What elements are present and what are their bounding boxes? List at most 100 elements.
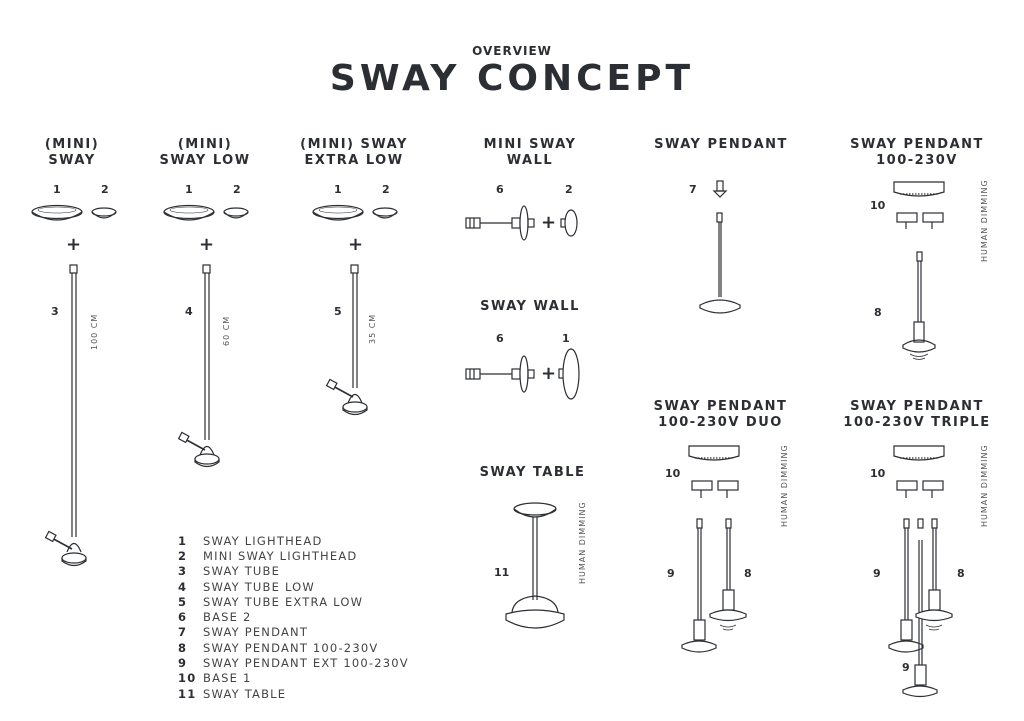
plus-sign: + [348, 234, 364, 255]
part-num: 9 [902, 661, 910, 674]
col3-heading: (MINI) SWAY EXTRA LOW [292, 137, 416, 169]
part-num: 5 [334, 305, 342, 318]
legend-num: 8 [178, 640, 188, 655]
mini-sway-lighthead-side-icon [560, 209, 578, 237]
plus-sign: + [66, 234, 82, 255]
legend-text: SWAY TUBE LOW [203, 579, 315, 594]
pendant-triple-heading-line2: 100-230V TRIPLE [843, 415, 991, 430]
part-num: 2 [233, 183, 241, 196]
col2-heading-line2: SWAY LOW [159, 153, 251, 168]
plus-sign: + [199, 234, 215, 255]
legend-item: 4 SWAY TUBE LOW [178, 579, 409, 594]
part-num: 8 [744, 567, 752, 580]
pendant-duo-lamp-icon [709, 518, 747, 631]
sway-wall-heading: SWAY WALL [480, 299, 580, 314]
legend-text: MINI SWAY LIGHTHEAD [203, 548, 358, 563]
mini-sway-wall-heading-line1: MINI SWAY [483, 137, 577, 152]
legend-text: BASE 2 [203, 610, 252, 625]
ceiling-base-icon-triple [893, 445, 945, 498]
part-num: 1 [53, 183, 61, 196]
legend-item: 11 SWAY TABLE [178, 686, 409, 701]
part-num: 10 [870, 467, 886, 480]
legend-num: 11 [178, 686, 197, 701]
length-label: 35 CM [368, 313, 377, 344]
part-num: 10 [665, 467, 681, 480]
legend-text: SWAY TABLE [203, 686, 287, 701]
col2-heading: (MINI) SWAY LOW [150, 137, 260, 169]
length-label: 100 CM [90, 313, 99, 350]
dimming-label: HUMAN DIMMING [780, 444, 789, 527]
sway-pendant-icon [699, 180, 741, 314]
legend-item: 6 BASE 2 [178, 609, 409, 624]
pendant-triple-heading-line1: SWAY PENDANT [850, 399, 984, 414]
part-num: 1 [562, 332, 570, 345]
pendant-duo-heading: SWAY PENDANT 100-230V DUO [638, 399, 803, 431]
part-num: 6 [496, 332, 504, 345]
plus-sign: + [541, 212, 557, 233]
mini-sway-wall-heading: MINI SWAY WALL [470, 137, 590, 169]
part-num: 8 [957, 567, 965, 580]
legend-num: 3 [178, 564, 188, 579]
part-num: 4 [185, 305, 193, 318]
legend-num: 4 [178, 579, 188, 594]
part-num: 2 [382, 183, 390, 196]
legend-num: 10 [178, 671, 197, 686]
legend-item: 5 SWAY TUBE EXTRA LOW [178, 594, 409, 609]
part-num: 9 [873, 567, 881, 580]
pendant-triple-heading: SWAY PENDANT 100-230V TRIPLE [832, 399, 1002, 431]
sway-table-heading: SWAY TABLE [479, 465, 586, 480]
legend-item: 10 BASE 1 [178, 671, 409, 686]
sway-table-lamp-icon [505, 502, 565, 629]
pendant-triple-ext-lamp-icon [888, 518, 924, 653]
dimming-label: HUMAN DIMMING [980, 444, 989, 527]
part-num: 1 [334, 183, 342, 196]
ceiling-base-icon [893, 181, 945, 229]
wall-base-icon-2 [465, 355, 535, 393]
pendant-duo-heading-line1: SWAY PENDANT [653, 399, 788, 414]
col1-heading: (MINI) SWAY [22, 137, 122, 169]
ceiling-base-icon-duo [688, 445, 740, 498]
part-num: 11 [494, 566, 510, 579]
part-num: 3 [51, 305, 59, 318]
mini-sway-lighthead-icon-3 [372, 207, 398, 219]
part-num: 8 [874, 306, 882, 319]
col3-heading-line1: (MINI) SWAY [300, 137, 408, 152]
mini-sway-wall-heading-line2: WALL [506, 153, 554, 168]
legend-item: 3 SWAY TUBE [178, 564, 409, 579]
sway-tube-low-icon [177, 264, 220, 468]
wall-base-icon [465, 205, 535, 241]
sway-lighthead-icon [31, 204, 83, 221]
plus-sign: + [541, 363, 557, 384]
sway-lighthead-icon-3 [312, 204, 364, 221]
pendant-230-heading-line1: SWAY PENDANT [850, 137, 984, 152]
legend-num: 6 [178, 610, 188, 625]
legend-text: SWAY PENDANT [203, 625, 309, 640]
legend-num: 2 [178, 548, 188, 563]
mini-sway-lighthead-icon-2 [223, 207, 249, 219]
page-title: SWAY CONCEPT [329, 58, 695, 99]
legend-num: 1 [178, 533, 188, 548]
sway-tube-icon [44, 264, 87, 567]
pendant-duo-ext-lamp-icon [681, 518, 717, 653]
col1-heading-line1: (MINI) [44, 137, 100, 152]
dimming-label: HUMAN DIMMING [578, 501, 587, 584]
legend-text: SWAY TUBE EXTRA LOW [203, 594, 364, 609]
mini-sway-lighthead-icon [91, 207, 117, 219]
sway-lighthead-side-icon [558, 348, 580, 400]
pendant-230-heading: SWAY PENDANT 100-230V [838, 137, 996, 169]
sway-lighthead-icon-2 [163, 204, 215, 221]
legend-num: 5 [178, 594, 188, 609]
part-num: 9 [667, 567, 675, 580]
legend-text: BASE 1 [203, 671, 252, 686]
overview-eyebrow: OVERVIEW [472, 44, 552, 58]
pendant-230-heading-line2: 100-230V [876, 153, 958, 168]
sway-pendant-heading: SWAY PENDANT [654, 137, 788, 152]
pendant-triple-lamp-icon [915, 518, 953, 631]
legend-text: SWAY TUBE [203, 564, 281, 579]
col2-heading-line1: (MINI) [177, 137, 233, 152]
